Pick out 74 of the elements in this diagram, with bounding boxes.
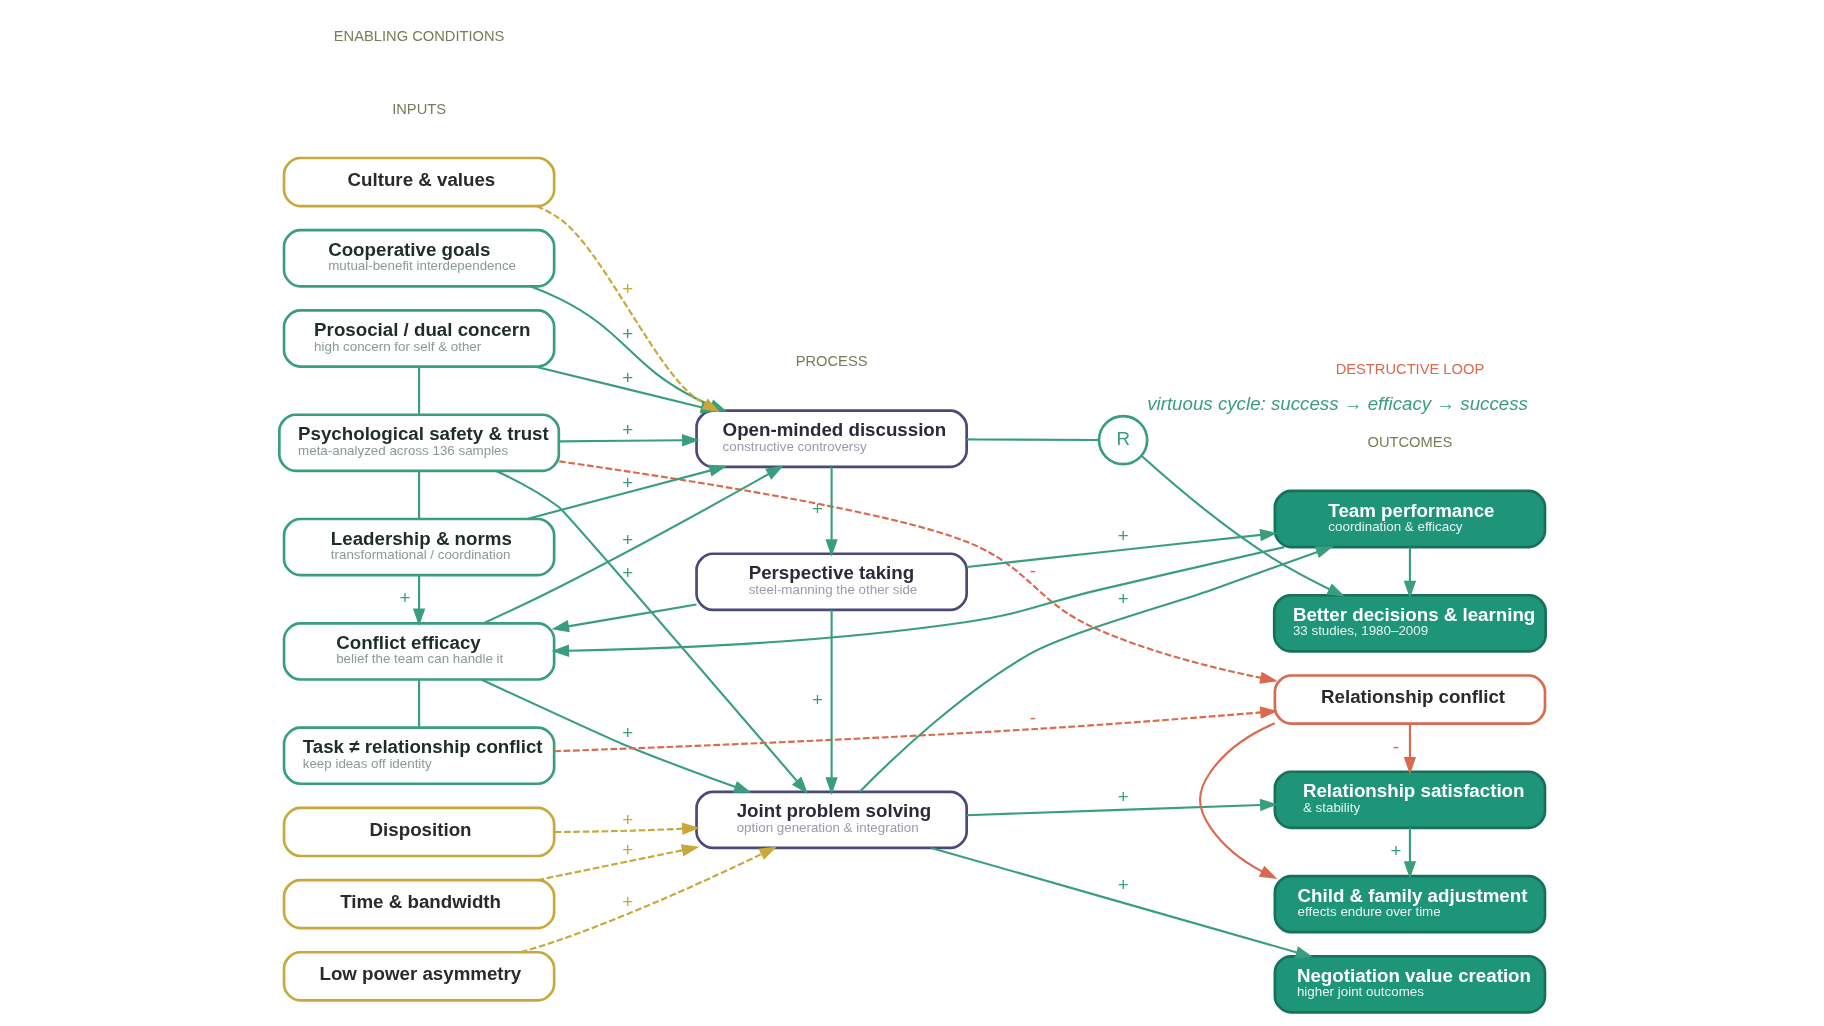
arrow <box>930 846 1313 959</box>
edge-label: - <box>1392 735 1399 757</box>
edge-label: + <box>811 688 823 710</box>
edge-label: + <box>811 498 823 520</box>
arrow <box>966 528 1278 569</box>
arrow <box>824 610 838 795</box>
connector <box>417 471 420 519</box>
arrow <box>550 603 697 633</box>
label: INPUTS <box>391 100 446 117</box>
node-box: Better decisions & learning 33 studies, 1980–2009 <box>1272 593 1547 653</box>
arrow <box>526 464 727 520</box>
label: PROCESS <box>795 353 868 370</box>
node-box: Negotiation value creation higher joint outcomes <box>1273 954 1546 1014</box>
arrow <box>824 467 838 557</box>
node-box: Child & family adjustment effects endure over time <box>1273 874 1546 934</box>
arrow <box>550 546 1284 657</box>
edge-label: + <box>621 721 633 743</box>
label: ENABLING CONDITIONS <box>333 28 504 45</box>
arrow <box>558 460 1278 684</box>
edge-label: + <box>1117 587 1129 609</box>
node-circle: R <box>1097 414 1148 466</box>
edge-label: + <box>1117 874 1129 896</box>
arrow <box>558 434 700 447</box>
label: OUTCOMES <box>1366 433 1452 450</box>
node-box: Open-minded discussion constructive controversy <box>694 409 968 469</box>
node-box: Conflict efficacy belief the team can handle it <box>282 622 555 681</box>
arrow <box>480 678 751 793</box>
node-box: Perspective taking steel-manning the other side <box>694 552 968 612</box>
edge-label: - <box>1029 559 1036 581</box>
edge-label: - <box>1029 706 1036 728</box>
edge-label: + <box>621 277 633 299</box>
label: DESTRUCTIVE LOOP <box>1335 361 1484 378</box>
arrow <box>1140 455 1345 597</box>
connector <box>966 438 1099 442</box>
arrow <box>412 575 425 627</box>
node-box: Leadership & norms transformational / coordination <box>282 517 555 577</box>
edge-label: + <box>621 562 633 584</box>
edge-label: + <box>621 323 633 345</box>
edge-label: + <box>399 587 411 609</box>
node-box: Time & bandwidth <box>282 878 555 930</box>
edge-label: + <box>621 891 633 913</box>
node-box: Relationship conflict <box>1273 674 1546 725</box>
edge-label: + <box>621 471 633 493</box>
arrow <box>1403 827 1416 879</box>
arrow <box>858 546 1333 793</box>
node-box: Culture & values <box>282 156 555 208</box>
node-box: Prosocial / dual concern high concern for self & other <box>282 309 555 368</box>
arrow <box>482 465 784 625</box>
node-box: Relationship satisfaction & stability <box>1273 770 1546 830</box>
arrow <box>553 706 1278 753</box>
connector <box>417 679 420 728</box>
node-box: Psychological safety & trust meta-analyzed across 136 samples <box>277 413 560 473</box>
node-box: Task ≠ relationship conflict keep ideas off identity <box>282 726 555 786</box>
node-label: virtuous cycle: success → efficacy → success <box>1146 392 1528 414</box>
connector <box>417 367 420 415</box>
arrow <box>554 822 700 835</box>
node-box: Disposition <box>282 806 555 858</box>
edge-label: + <box>621 808 633 830</box>
node-box: Team performance coordination & efficacy <box>1273 489 1546 549</box>
node-box: Joint problem solving option generation & integration <box>694 790 968 850</box>
edge-label: + <box>1117 525 1129 547</box>
arrow <box>966 798 1278 817</box>
edge-label: + <box>1117 785 1129 807</box>
arrow <box>495 470 808 795</box>
edge-label: + <box>621 839 633 861</box>
arrow <box>1198 722 1277 879</box>
edge-label: + <box>621 529 633 551</box>
arrow <box>1403 723 1416 775</box>
node-box: Cooperative goals mutual-benefit interdependence <box>282 228 555 288</box>
node-box: Low power asymmetry <box>282 950 555 1002</box>
edge-label: + <box>621 419 633 441</box>
edge-label: + <box>621 367 633 389</box>
arrow <box>1403 547 1416 599</box>
edge-label: + <box>1389 839 1401 861</box>
